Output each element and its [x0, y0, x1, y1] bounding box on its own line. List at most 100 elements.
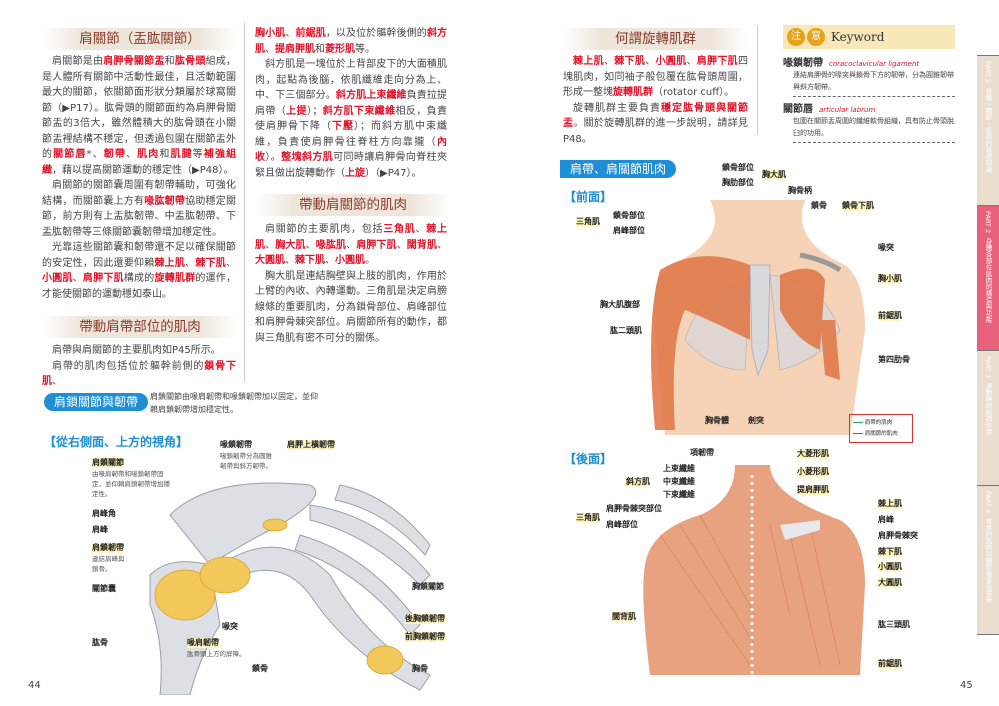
- legend-label-girdle: 肩帶的肌肉: [864, 420, 893, 426]
- highlighted-term: 肩胛下肌: [356, 239, 397, 251]
- highlighted-term: 肩胛下肌: [696, 56, 738, 67]
- label-sc-joint: 胸鎖關節: [412, 582, 444, 591]
- text-run: ，以及位於軀幹後側的: [325, 28, 427, 39]
- text-run: 、: [185, 257, 196, 269]
- legend-box: 肩帶的肌肉 肩關節的肌肉: [849, 414, 913, 443]
- highlighted-term: 小圓肌: [42, 273, 73, 284]
- label-levator-scapulae: 提肩胛肌: [797, 485, 829, 495]
- text-run: 組成，是人體所有關節中活動性最佳，且活動範圍最大的關節，依關節面形狀分類屬於球窩…: [42, 56, 237, 160]
- label-deltoid-front: 三角肌: [576, 217, 600, 227]
- legend-label-shoulder: 肩關節的肌肉: [864, 431, 898, 437]
- label-teres-minor: 小圓肌: [878, 562, 902, 572]
- highlighted-term: 棘下肌: [195, 257, 227, 269]
- side-tab-part: PART 4: [984, 491, 992, 514]
- highlighted-term: 上旋: [345, 167, 365, 179]
- keyword-header: 注 意 Keyword: [783, 25, 955, 49]
- highlighted-term: 大圓肌: [255, 255, 285, 266]
- highlighted-term: 補強組織: [42, 149, 237, 176]
- highlighted-term: 鎖骨下肌: [42, 360, 236, 388]
- text-run: （rotator cuff）。: [653, 87, 735, 98]
- side-tab-part: PART 3: [984, 356, 992, 379]
- label-serratus-front: 前鋸肌: [878, 311, 902, 321]
- text-run: 斜方肌是一塊位於上背部皮下的大面積肌肉，起點為後腦，依肌纖維走向分為上、中、下三…: [255, 59, 447, 101]
- label-deltoid-acromial-back: 肩峰部位: [606, 520, 638, 529]
- highlighted-term: 斜方肌上束纖維: [335, 90, 407, 101]
- text-run: 。關於旋轉肌群的進一步說明，請詳見P48。: [563, 118, 749, 145]
- text-run: 旋轉肌群主要負責: [573, 102, 661, 114]
- section-heading-girdle-muscles: 帶動肩帶部位的肌肉: [42, 316, 238, 338]
- text-run: 可同時讓肩胛骨向脊柱夾緊且做出旋轉動作（: [255, 152, 448, 179]
- highlighted-term: 棘上肌: [255, 224, 447, 251]
- text-run: 、: [415, 224, 427, 235]
- label-supraspinatus: 棘上肌: [878, 499, 902, 509]
- text-run: 光靠這些關節囊和韌帶還不足以確保關節的安定性，因此還要仰賴: [42, 242, 236, 269]
- legend-swatch-girdle: [853, 422, 863, 423]
- keyword-term: 關節唇: [783, 104, 813, 115]
- text-run: 、: [603, 56, 615, 67]
- keyword-term: 喙鎖韌帶: [783, 58, 823, 69]
- label-coracoclavicular-ligament: 喙鎖韌帶: [220, 440, 252, 449]
- text-run: 、: [325, 255, 335, 266]
- paragraph: 斜方肌是一塊位於上背部皮下的大面積肌肉，起點為後腦，依肌纖維走向分為上、中、下三…: [255, 57, 447, 181]
- highlighted-term: 三角肌: [383, 224, 416, 235]
- highlighted-term: 肌腱: [170, 149, 193, 160]
- label-acromial-angle: 肩峰角: [92, 509, 116, 518]
- highlighted-term: 胸小肌: [255, 28, 286, 39]
- highlighted-term: 小圓肌: [335, 255, 365, 266]
- highlighted-term: 上提: [286, 105, 307, 117]
- text-run: 肩關節是由: [52, 56, 104, 67]
- text-run: ）；而斜方肌中束纖維，負責使肩胛骨往脊柱方向靠攏（: [255, 121, 447, 148]
- label-nuchal-ligament: 項韌帶: [690, 448, 714, 457]
- text-run: 、: [265, 43, 275, 55]
- highlighted-term: 棘上肌: [154, 257, 186, 269]
- label-infraspinatus: 棘下肌: [878, 547, 902, 557]
- highlighted-term: 旋轉肌群: [613, 87, 653, 98]
- text-run: 等。: [355, 43, 375, 55]
- label-triceps: 肱三頭肌: [878, 620, 910, 629]
- text-run: 的運作，才能使關節的運動穩如泰山。: [42, 273, 237, 300]
- text-run: 負責拉提肩帶（: [255, 90, 448, 117]
- paragraph: 肩關節的主要肌肉，包括三角肌、棘上肌、胸大肌、喙肱肌、肩胛下肌、闊背肌、大圓肌、…: [255, 222, 447, 269]
- label-deltoid-back: 三角肌: [576, 513, 600, 523]
- keyword-description: 連結肩胛骨的喙突與鎖骨下方的韌帶，分為圓錐韌帶與斜方韌帶。: [793, 69, 955, 97]
- label-pectoralis-major: 胸大肌: [762, 170, 786, 180]
- highlighted-term: 小圓肌: [655, 56, 687, 67]
- highlighted-term: 棘下肌: [295, 255, 325, 266]
- highlighted-term: 提肩胛肌: [275, 43, 315, 55]
- keyword-english: articular labrum: [819, 106, 876, 114]
- highlighted-term: 穩定肱骨頭與關節盂: [563, 102, 748, 130]
- text-run: 、: [72, 273, 83, 284]
- label-teres-major: 大圓肌: [878, 578, 902, 588]
- text-run: ）；: [306, 105, 323, 117]
- label-joint-capsule: 關節囊: [92, 584, 116, 593]
- text-run: *、: [86, 149, 104, 160]
- label-serratus-back: 前鋸肌: [878, 659, 902, 669]
- desc-coracoacromial-ligament: 肱骨頭上方的屏障。: [187, 650, 246, 658]
- label-clavicle-front: 鎖骨: [811, 201, 827, 210]
- label-xiphoid: 劍突: [748, 416, 764, 425]
- label-biceps: 肱二頭肌: [610, 326, 642, 335]
- text-run: 肩關節的關節囊周圍有韌帶輔助，可強化結構，而關節囊上方有: [42, 180, 236, 207]
- page-number-left: 44: [28, 680, 41, 691]
- highlighted-term: 內收: [255, 136, 447, 164]
- text-run: 肩關節的主要肌肉，包括: [265, 224, 384, 235]
- highlighted-term: 喙肱韌帶: [144, 195, 186, 207]
- highlighted-term: 肩胛下肌: [82, 273, 124, 284]
- text-run: 、: [396, 239, 407, 251]
- paragraph: 胸大肌是連結胸壁與上肢的肌肉，作用於上臂的內收、內轉運動。三角肌是決定肩膀線條的…: [255, 269, 447, 347]
- label-subclavius: 鎖骨下肌: [842, 201, 874, 211]
- label-coracoid-front: 喙突: [878, 243, 894, 252]
- highlighted-term: 整塊斜方肌: [281, 152, 334, 163]
- label-sternum: 胸骨: [412, 664, 428, 673]
- paragraph: 肩帶與肩關節的主要肌肉如P45所示。: [42, 343, 236, 359]
- label-pec-clavicular: 鎖骨部位: [722, 163, 754, 172]
- highlighted-term: 肱骨頭: [174, 56, 206, 67]
- paragraph: 旋轉肌群主要負責穩定肱骨頭與關節盂。關於旋轉肌群的進一步說明，請詳見P48。: [563, 101, 748, 148]
- highlighted-term: 關節唇: [53, 149, 87, 160]
- label-fourth-rib: 第四肋骨: [878, 355, 910, 364]
